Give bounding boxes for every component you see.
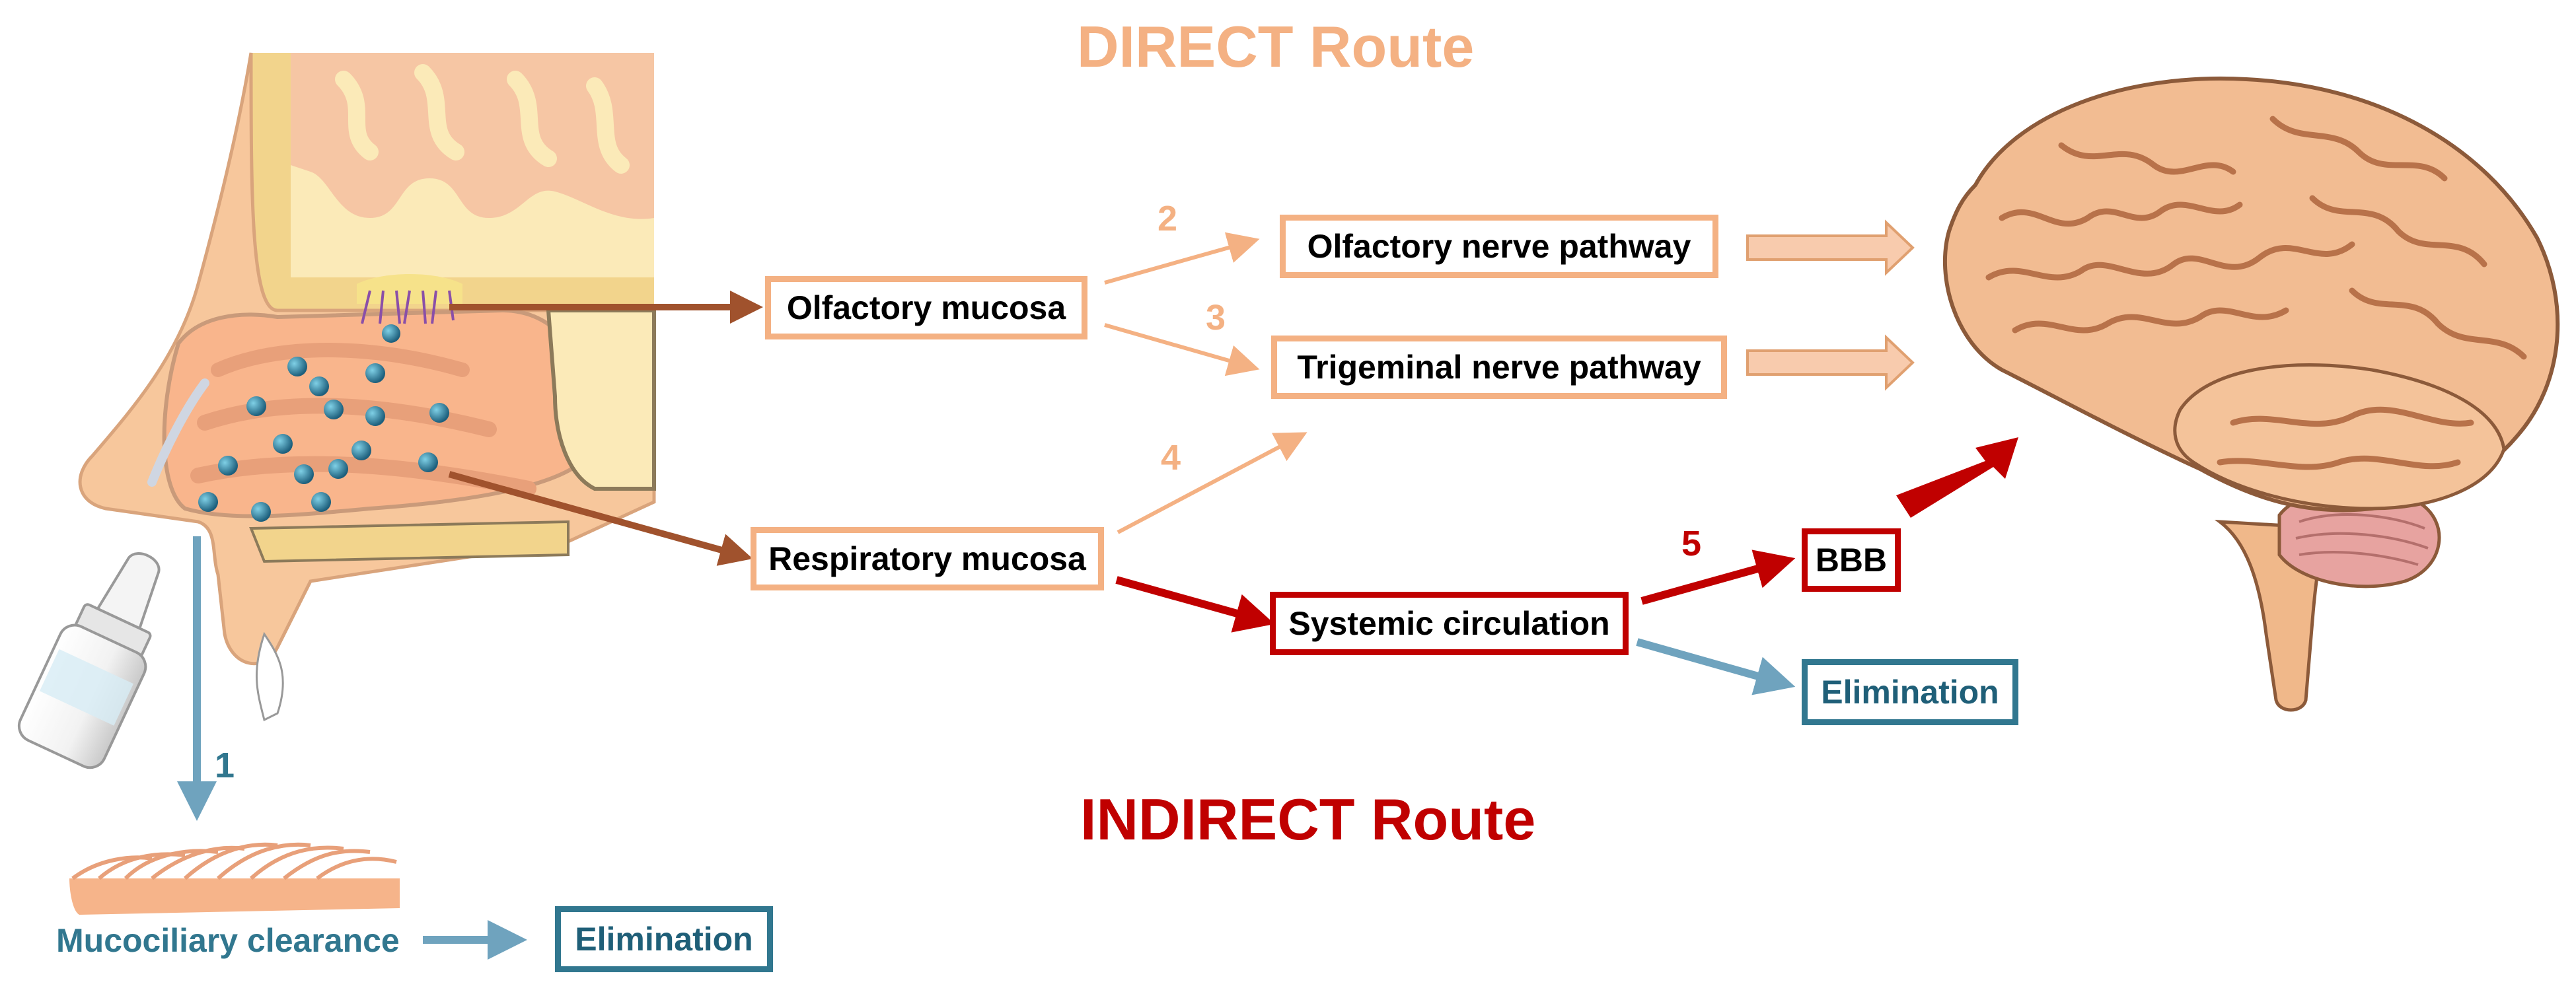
- arrow-systemic-to-bbb: [1640, 550, 1796, 605]
- brain-folds: [291, 53, 654, 219]
- upper-lip: [255, 631, 284, 722]
- arrow-trigeminal-to-brain: [1746, 334, 1915, 391]
- nasal-cavity-illustration: [78, 52, 656, 722]
- direct-route-title: DIRECT Route: [1077, 14, 1475, 79]
- drug-particles: [198, 324, 449, 522]
- elimination-systemic-box: Elimination: [1802, 659, 2018, 725]
- temporal-lobe: [2173, 363, 2506, 511]
- pathway-number-4: 4: [1161, 438, 1181, 478]
- pathway-arrows: [177, 219, 2018, 960]
- cerebellum-folds: [2295, 513, 2429, 566]
- brain-fold-lines: [335, 64, 630, 174]
- arrow-nose-to-respiratory-mucosa: [448, 471, 753, 566]
- turbinate-upper: [211, 343, 470, 377]
- elimination-mucociliary-box: Elimination: [555, 906, 773, 972]
- pathway-number-2: 2: [1158, 199, 1178, 238]
- brain-illustration: [1943, 76, 2560, 712]
- bottle-label: [39, 649, 133, 726]
- nasal-cartilage: [147, 378, 209, 487]
- mucociliary-clearance-label: Mucociliary clearance: [56, 922, 400, 959]
- cilia-strands: [71, 842, 397, 880]
- pathway-number-3: 3: [1206, 298, 1226, 337]
- nasal-spray-bottle: [17, 552, 161, 769]
- pathway-number-1: 1: [215, 746, 235, 785]
- arrow-systemic-to-elimination: [1636, 638, 1796, 695]
- cilia-base: [69, 878, 400, 915]
- arrow-respiratory-to-systemic: [1115, 576, 1275, 633]
- indirect-route-title: INDIRECT Route: [1080, 787, 1536, 852]
- sinus-right: [546, 308, 656, 491]
- cilia-illustration: [69, 842, 400, 915]
- olfactory-mucosa-box: Olfactory mucosa: [765, 276, 1087, 339]
- trigeminal-nerve-pathway-box: Trigeminal nerve pathway: [1271, 336, 1727, 399]
- olfactory-nerve-fibers: [361, 290, 455, 324]
- palate: [249, 520, 570, 563]
- bbb-box: BBB: [1802, 528, 1901, 592]
- arrow-bbb-to-brain: [1896, 437, 2018, 518]
- arrow-path-2: [1104, 232, 1260, 285]
- arrow-path-3: [1104, 323, 1260, 376]
- respiratory-mucosa-box: Respiratory mucosa: [751, 527, 1104, 590]
- arrow-path-4: [1117, 432, 1307, 534]
- bottle-tip: [95, 552, 161, 631]
- olfactory-region: [357, 274, 462, 304]
- arrow-olfactory-to-brain: [1746, 219, 1915, 276]
- pathway-number-5: 5: [1681, 524, 1702, 563]
- olfactory-nerve-pathway-box: Olfactory nerve pathway: [1280, 215, 1718, 278]
- skull-bone: [238, 53, 654, 310]
- systemic-circulation-box: Systemic circulation: [1270, 592, 1629, 655]
- gyri: [1985, 116, 2527, 470]
